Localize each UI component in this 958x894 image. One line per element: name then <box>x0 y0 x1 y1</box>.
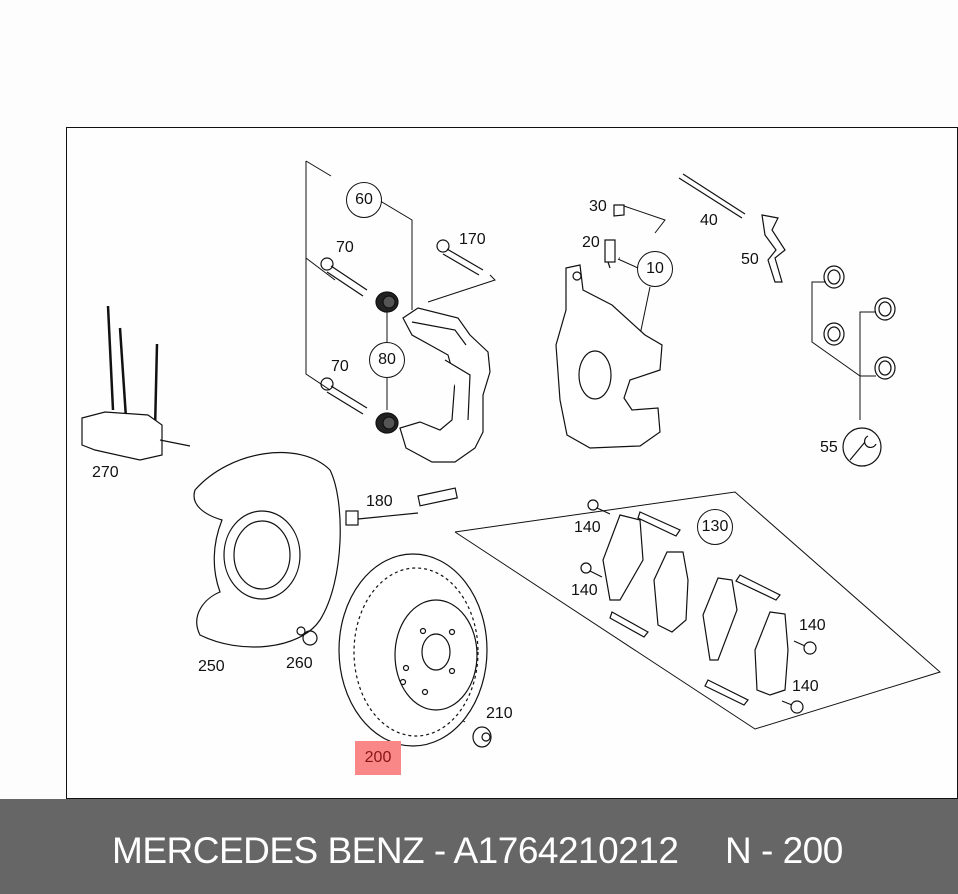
diagram-frame <box>66 127 958 799</box>
label-140-c[interactable]: 140 <box>799 617 826 634</box>
callout-80[interactable]: 80 <box>369 342 405 378</box>
bolt-260 <box>296 626 318 646</box>
label-270[interactable]: 270 <box>92 464 119 481</box>
bushings-80 <box>375 291 399 434</box>
highlighted-part-200[interactable]: 200 <box>355 741 401 775</box>
position-number: N - 200 <box>725 830 843 871</box>
label-50[interactable]: 50 <box>741 251 759 268</box>
label-210[interactable]: 210 <box>486 705 513 722</box>
wear-sensor-180 <box>345 487 458 526</box>
sensor-bracket-270 <box>81 305 191 461</box>
seals <box>823 265 896 380</box>
bolt-70-lower <box>320 377 368 415</box>
spring-clip-50 <box>761 214 786 283</box>
callout-60[interactable]: 60 <box>346 182 382 218</box>
brake-disc-200 <box>338 553 488 747</box>
label-55[interactable]: 55 <box>820 439 838 456</box>
label-70-lower[interactable]: 70 <box>331 358 349 375</box>
label-40[interactable]: 40 <box>700 212 718 229</box>
wrench-symbol-55 <box>842 427 882 467</box>
bolt-170 <box>436 239 484 276</box>
label-140-b[interactable]: 140 <box>571 582 598 599</box>
pad-bolts-140 <box>580 499 817 714</box>
guide-pin-40 <box>678 173 746 219</box>
bleeder-screw-20 <box>604 239 616 269</box>
label-20[interactable]: 20 <box>582 234 600 251</box>
label-70-upper[interactable]: 70 <box>336 239 354 256</box>
label-140-d[interactable]: 140 <box>792 678 819 695</box>
bolt-70-upper <box>320 257 368 297</box>
caliper-bracket <box>399 307 491 463</box>
brake-pads-130 <box>602 511 789 706</box>
callout-130[interactable]: 130 <box>697 509 733 545</box>
label-30[interactable]: 30 <box>589 198 607 215</box>
footer-bar: MERCEDES BENZ - A1764210212 N - 200 <box>0 799 958 894</box>
label-170[interactable]: 170 <box>459 231 486 248</box>
label-180[interactable]: 180 <box>366 493 393 510</box>
dust-shield-250 <box>193 451 341 648</box>
label-260[interactable]: 260 <box>286 655 313 672</box>
label-140-a[interactable]: 140 <box>574 519 601 536</box>
label-250[interactable]: 250 <box>198 658 225 675</box>
callout-10[interactable]: 10 <box>637 251 673 287</box>
brand-part-number: MERCEDES BENZ - A1764210212 <box>112 830 679 871</box>
caliper-housing <box>555 264 663 449</box>
screw-210 <box>472 726 492 748</box>
dust-cap-30 <box>613 204 625 217</box>
